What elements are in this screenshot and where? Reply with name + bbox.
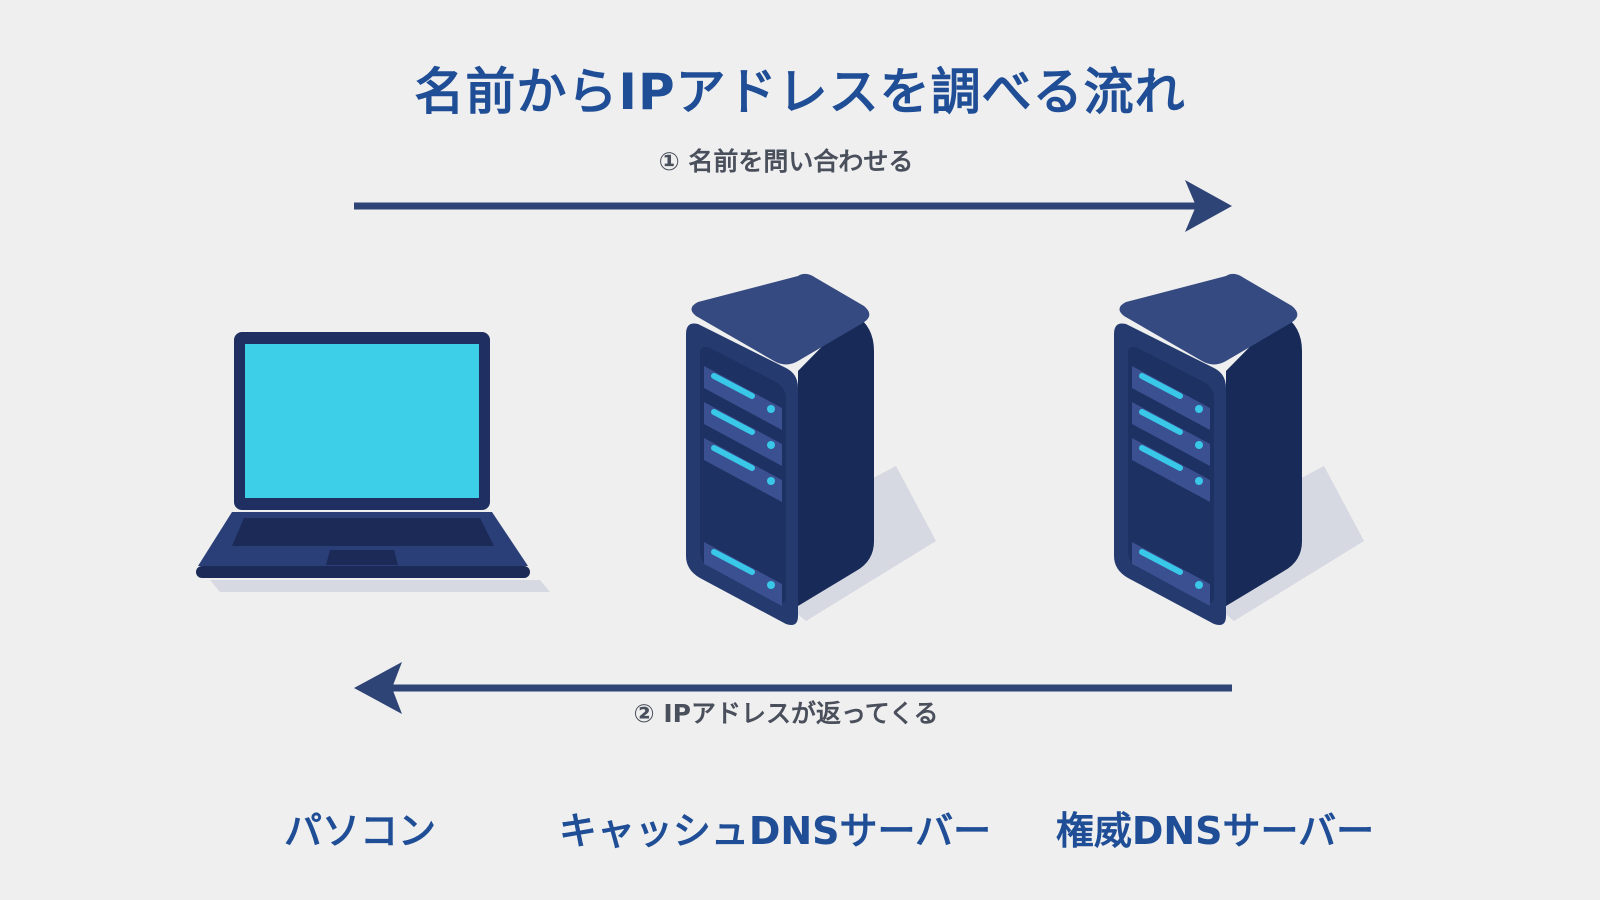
diagram-title: 名前からIPアドレスを調べる流れ xyxy=(414,63,1186,121)
pc-label: パソコン xyxy=(283,809,436,853)
laptop-icon xyxy=(196,332,550,592)
authoritative-dns-server-icon xyxy=(1114,274,1364,625)
cache-dns-server-icon xyxy=(686,274,936,625)
cache-dns-label: キャッシュDNSサーバー xyxy=(558,809,992,853)
response-arrow xyxy=(354,662,1232,714)
auth-dns-label: 権威DNSサーバー xyxy=(1055,809,1375,853)
query-arrow xyxy=(354,180,1232,232)
query-step-label: ① 名前を問い合わせる xyxy=(658,147,914,176)
response-step-label: ② IPアドレスが返ってくる xyxy=(633,699,939,728)
